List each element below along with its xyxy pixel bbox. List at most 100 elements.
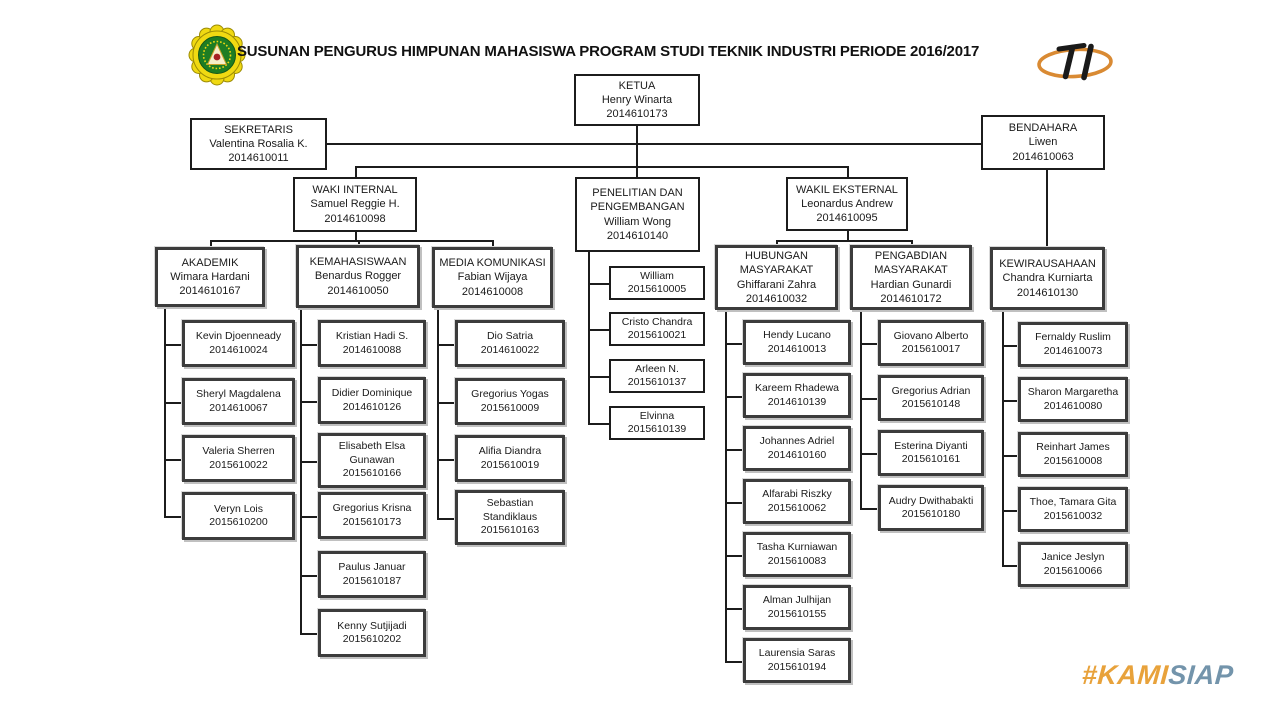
connector-line	[1002, 509, 1018, 512]
role-label: WAKIL EKSTERNAL	[796, 183, 898, 196]
role-label: PENELITIAN DAN PENGEMBANGAN	[590, 187, 685, 214]
connector-line	[210, 240, 493, 242]
connector-line	[164, 307, 166, 516]
person-name: Hardian Gunardi	[870, 278, 952, 291]
connector-line	[725, 660, 743, 663]
person-id: 2014610011	[228, 152, 289, 165]
connector-line	[860, 310, 862, 508]
connector-line	[847, 231, 849, 240]
person-id: 2014610022	[480, 343, 540, 356]
connector-line	[860, 343, 878, 345]
person-name: William Wong	[603, 215, 672, 228]
connector-line	[437, 343, 455, 346]
connector-line	[355, 166, 847, 168]
person-name: Alfarabi Riszky	[762, 488, 832, 501]
role-label: KETUA	[618, 79, 656, 92]
person-name: Kenny Sutjijadi	[337, 619, 407, 632]
university-logo	[188, 23, 246, 92]
connector-line	[355, 232, 357, 240]
connector-line	[725, 395, 743, 398]
person-id: 2014610067	[209, 401, 268, 414]
connector-line	[636, 126, 638, 177]
person-id: 2015610139	[627, 423, 687, 435]
watermark-suffix: SIAP	[1167, 660, 1235, 690]
role-label: AKADEMIK	[181, 256, 239, 269]
connector-line	[588, 423, 609, 425]
connector-line	[210, 240, 212, 247]
person-name: Elvinna	[639, 409, 675, 422]
person-name: Gregorius Adrian	[891, 384, 971, 397]
connector-line	[725, 342, 743, 345]
person-name: Hendy Lucano	[763, 329, 831, 342]
page-title: SUSUNAN PENGURUS HIMPUNAN MAHASISWA PROG…	[237, 43, 980, 60]
connector-line	[164, 516, 182, 518]
person-id: 2014610008	[461, 285, 524, 298]
connector-line	[725, 310, 727, 661]
role-label: PENGABDIAN MASYARAKAT	[874, 250, 948, 277]
connector-line	[437, 401, 455, 404]
person-id: 2014610095	[816, 212, 878, 225]
connector-line	[1002, 399, 1018, 402]
person-id: 2015610163	[480, 524, 540, 537]
role-label: KEMAHASISWAAN	[309, 256, 407, 269]
person-name: Henry Winarta	[601, 93, 673, 106]
role-label: BENDAHARA	[1008, 122, 1078, 135]
person-id: 2015610155	[767, 607, 827, 620]
person-name: Esterina Diyanti	[894, 439, 968, 452]
person-name: Janice Jeslyn	[1041, 551, 1105, 564]
person-name: Valeria Sherren	[202, 445, 275, 458]
person-name: Liwen	[1028, 136, 1058, 149]
org-box-kemahasiswaan-member-0: Kristian Hadi S.2014610088	[318, 320, 426, 367]
connector-line	[911, 240, 913, 245]
person-id: 2015610202	[342, 633, 402, 645]
person-name: Wimara Hardani	[170, 270, 250, 283]
connector-line	[164, 343, 182, 346]
person-name: Gregorius Yogas	[471, 388, 549, 401]
person-name: Alifia Diandra	[478, 445, 542, 458]
person-name: Giovano Alberto	[893, 329, 969, 342]
person-name: Tasha Kurniawan	[756, 541, 838, 554]
connector-line	[437, 458, 455, 461]
person-name: Sharon Margaretha	[1027, 386, 1119, 399]
role-label: MEDIA KOMUNIKASI	[439, 257, 546, 270]
person-name: Sheryl Magdalena	[196, 388, 281, 401]
person-name: Alman Julhijan	[762, 594, 832, 607]
connector-line	[437, 517, 455, 520]
person-id: 2015610009	[480, 401, 540, 414]
person-id: 2015610062	[767, 501, 827, 514]
watermark-prefix: #KAMI	[1080, 660, 1170, 690]
person-id: 2015610166	[342, 467, 402, 480]
connector-line	[847, 166, 849, 177]
connector-line	[1002, 344, 1018, 347]
person-name: Valentina Rosalia K.	[209, 137, 308, 150]
person-id: 2014610130	[1016, 286, 1079, 299]
person-id: 2014610140	[606, 229, 669, 242]
connector-line	[300, 343, 318, 346]
person-name: Kevin Djoenneady	[195, 330, 282, 343]
person-id: 2014610024	[209, 343, 268, 356]
person-name: Gregorius Krisna	[332, 502, 412, 515]
